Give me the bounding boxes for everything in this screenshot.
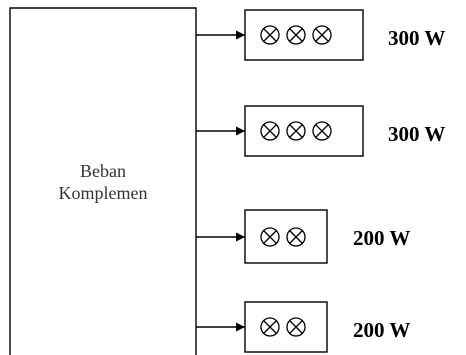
power-label: 300 W	[388, 26, 445, 50]
lamp-icon	[260, 227, 280, 247]
lamp-icon	[260, 317, 280, 337]
main-block-label-line1: Beban	[80, 161, 126, 181]
lamp-group	[260, 227, 306, 247]
main-block-label-line2: Komplemen	[59, 183, 148, 203]
lamp-box	[244, 209, 328, 264]
lamp-group	[260, 317, 306, 337]
lamp-icon	[312, 121, 332, 141]
load-row-2: 300 W	[196, 105, 445, 157]
power-label: 300 W	[388, 122, 445, 146]
lamp-icon	[286, 121, 306, 141]
lamp-icon	[286, 317, 306, 337]
main-block-outline	[9, 7, 197, 355]
main-block: Beban Komplemen	[9, 7, 197, 355]
power-label: 200 W	[353, 226, 410, 250]
load-row-3: 200 W	[196, 209, 410, 264]
lamp-icon	[312, 25, 332, 45]
load-row-1: 300 W	[196, 9, 445, 61]
lamp-group	[260, 25, 332, 45]
lamp-icon	[286, 227, 306, 247]
lamp-box	[244, 301, 328, 353]
lamp-icon	[260, 25, 280, 45]
power-label: 200 W	[353, 318, 410, 342]
load-row-4: 200 W	[196, 301, 410, 353]
lamp-group	[260, 121, 332, 141]
lamp-icon	[286, 25, 306, 45]
lamp-icon	[260, 121, 280, 141]
